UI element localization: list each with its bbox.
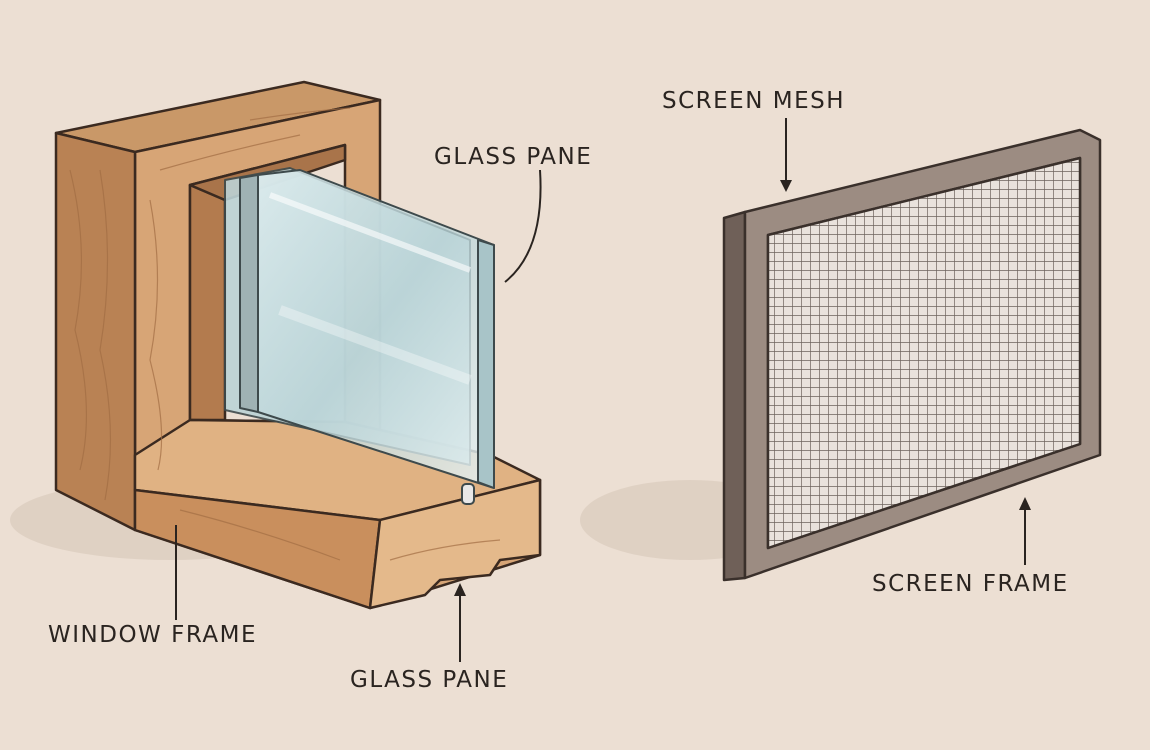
label-glass-pane-top: GLASS PANE (434, 144, 593, 170)
label-screen-frame: SCREEN FRAME (872, 571, 1069, 597)
label-screen-mesh: SCREEN MESH (662, 88, 845, 114)
wood-grain (69, 107, 501, 561)
glass-pane-assembly (224, 167, 495, 505)
screen-frame (722, 128, 1102, 582)
leader-glass-top (504, 169, 542, 283)
screen-frame-side (722, 210, 747, 582)
arrowhead-glass-bottom (454, 583, 466, 596)
arrowhead-screen-frame (1019, 497, 1031, 510)
window-frame-side-face (54, 131, 137, 532)
window-frame-reveal-left (188, 183, 227, 422)
arrowhead-screen-mesh (780, 180, 792, 192)
glass-pane-edge (477, 239, 495, 489)
screen-leaders (780, 118, 1031, 565)
glass-spacer (239, 174, 259, 413)
screen-mesh (766, 156, 1082, 550)
label-window-frame: WINDOW FRAME (48, 622, 257, 648)
window-leaders (175, 169, 542, 662)
window-sill-profile (368, 478, 542, 610)
glazing-bead (461, 483, 475, 505)
label-glass-pane-bottom: GLASS PANE (350, 667, 509, 693)
